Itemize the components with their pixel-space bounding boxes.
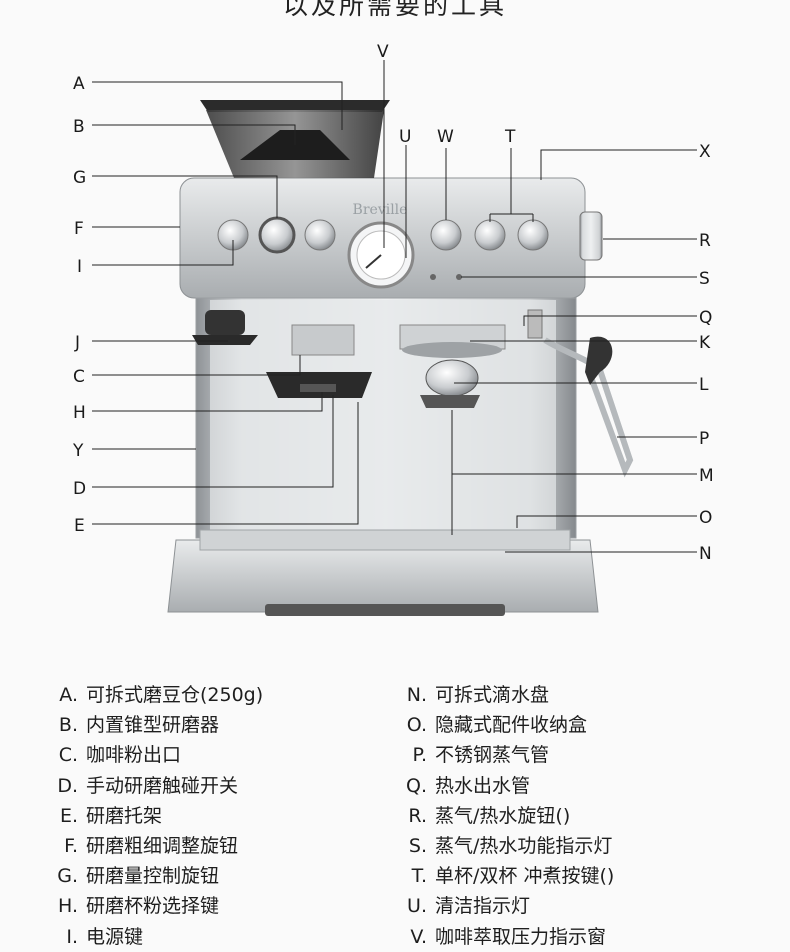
grind-amount-dial[interactable]	[258, 216, 296, 254]
callout-labels: A B G F I J C H Y D E V U W T X R S Q K …	[72, 42, 714, 564]
callout-x: X	[699, 142, 711, 162]
group-head-portafilter	[399, 324, 506, 408]
callout-j: J	[74, 333, 80, 353]
callout-k: K	[699, 333, 711, 353]
callout-y: Y	[72, 441, 84, 461]
machine-diagram: Breville	[72, 42, 714, 616]
legend-item: V.咖啡萃取压力指示窗	[410, 925, 607, 948]
clean-indicator-light	[430, 274, 436, 280]
callout-w: W	[437, 127, 454, 147]
steam-wand	[527, 309, 634, 478]
callout-b: B	[73, 117, 85, 137]
legend-item: B.内置锥型研磨器	[58, 714, 220, 737]
callout-h: H	[73, 403, 86, 423]
callout-m: M	[699, 466, 714, 486]
legend-item: R.蒸气/热水旋钮()	[408, 804, 571, 827]
callout-s: S	[699, 269, 710, 289]
legend-item: A.可拆式磨豆仓(250g)	[59, 684, 264, 706]
legend-right: N.可拆式滴水盘 O.隐藏式配件收纳盒 P.不锈钢蒸气管 Q.热水出水管 R.蒸…	[405, 680, 614, 952]
legend-item: O.隐藏式配件收纳盒	[406, 714, 588, 737]
callout-u: U	[399, 127, 411, 147]
program-button[interactable]	[430, 219, 462, 251]
callout-d: D	[73, 479, 86, 499]
grinder-cradle	[192, 310, 372, 398]
legend-item: E.研磨托架	[59, 804, 163, 827]
callout-f: F	[74, 219, 84, 239]
callout-l: L	[699, 375, 709, 395]
double-cup-button[interactable]	[517, 219, 549, 251]
callout-t: T	[504, 127, 516, 147]
legend-item: D.手动研磨触碰开关	[57, 774, 239, 797]
legend-left: A.可拆式磨豆仓(250g) B.内置锥型研磨器 C.咖啡粉出口 D.手动研磨触…	[56, 680, 263, 952]
legend-item: Q.热水出水管	[406, 774, 531, 797]
callout-e: E	[74, 516, 85, 536]
callout-a: A	[73, 74, 85, 94]
callout-q: Q	[699, 308, 712, 328]
legend-item: S.蒸气/热水功能指示灯	[408, 834, 613, 857]
legend-item: F.研磨粗细调整旋钮	[64, 834, 239, 857]
legend-item: T.单杯/双杯 冲煮按键()	[411, 865, 615, 888]
page-title: 以及所需要的工具	[282, 0, 507, 20]
callout-c: C	[73, 367, 85, 387]
legend-item: I.电源键	[66, 925, 144, 948]
legend-item: C.咖啡粉出口	[58, 744, 182, 767]
steam-indicator-light	[456, 274, 462, 280]
legend-item: U.清洁指示灯	[407, 895, 531, 918]
brand-logo: Breville	[353, 202, 408, 218]
legend-item: H.研磨杯粉选择键	[58, 895, 220, 918]
legend-item: N.可拆式滴水盘	[406, 684, 550, 706]
steam-dial[interactable]	[579, 211, 603, 261]
callout-r: R	[699, 231, 711, 251]
leader-lines	[92, 60, 697, 553]
filter-size-button[interactable]	[304, 219, 336, 251]
callout-g: G	[73, 168, 86, 188]
callout-p: P	[699, 429, 709, 449]
legend-item: G.研磨量控制旋钮	[57, 865, 220, 888]
legend-item: P.不锈钢蒸气管	[412, 744, 550, 767]
single-cup-button[interactable]	[474, 219, 506, 251]
callout-n: N	[699, 544, 712, 564]
callout-o: O	[699, 508, 712, 528]
callout-v: V	[377, 42, 389, 62]
callout-i: I	[77, 257, 82, 277]
